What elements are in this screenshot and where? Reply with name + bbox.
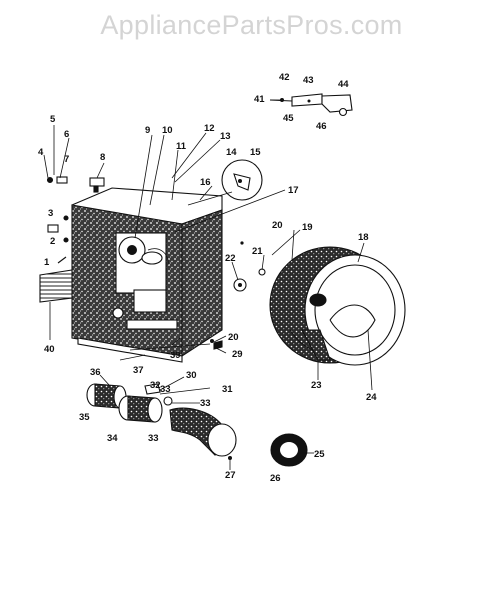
- label-20b: 20: [228, 332, 239, 343]
- label-46: 46: [316, 121, 327, 132]
- label-41: 41: [254, 94, 265, 105]
- idler-pulley: [210, 241, 266, 350]
- leader-lines: [43, 99, 373, 470]
- label-13: 13: [220, 131, 231, 142]
- label-37: 37: [133, 365, 144, 376]
- label-17: 17: [288, 185, 299, 196]
- label-5: 5: [50, 114, 56, 125]
- label-39: 39: [170, 350, 181, 361]
- label-14: 14: [226, 147, 237, 158]
- watermark: AppliancePartsPros.com: [100, 10, 403, 40]
- label-2: 2: [50, 236, 55, 247]
- label-3: 3: [48, 208, 53, 219]
- label-16: 16: [200, 177, 211, 188]
- dryer-cabinet: [71, 187, 223, 363]
- label-35: 35: [79, 412, 90, 423]
- label-8: 8: [100, 152, 105, 163]
- label-20: 20: [272, 220, 283, 231]
- label-10: 10: [162, 125, 173, 136]
- label-12: 12: [204, 123, 215, 134]
- label-11: 11: [176, 141, 187, 152]
- label-27: 27: [225, 470, 236, 481]
- label-42: 42: [279, 72, 290, 83]
- label-33b: 33: [148, 433, 159, 444]
- lower-duct-parts: [86, 383, 308, 467]
- label-6: 6: [64, 129, 69, 140]
- label-29: 29: [232, 349, 243, 360]
- label-4: 4: [38, 147, 44, 158]
- label-21: 21: [252, 246, 263, 257]
- label-9: 9: [145, 125, 150, 136]
- label-31: 31: [222, 384, 233, 395]
- label-1: 1: [44, 257, 50, 268]
- label-32: 32: [150, 380, 161, 391]
- label-24: 24: [366, 392, 377, 403]
- label-30: 30: [186, 370, 197, 381]
- label-45: 45: [283, 113, 294, 124]
- vent-grille: [39, 269, 73, 303]
- label-7: 7: [64, 154, 69, 165]
- thermostat-detail: [187, 159, 263, 206]
- label-40: 40: [44, 344, 55, 355]
- label-15: 15: [250, 147, 261, 158]
- label-43: 43: [303, 75, 314, 86]
- part-number-labels: 1 2 3 4 5 6 7 8 9 10 11 12 13 14 15 16 1…: [38, 72, 377, 484]
- label-36: 36: [90, 367, 101, 378]
- label-33: 33: [200, 398, 211, 409]
- dryer-drum: [269, 246, 406, 366]
- label-25: 25: [314, 449, 325, 460]
- label-34: 34: [107, 433, 118, 444]
- label-18: 18: [358, 232, 369, 243]
- label-44: 44: [338, 79, 349, 90]
- label-19: 19: [302, 222, 313, 233]
- label-33c: 33: [160, 384, 171, 395]
- label-23: 23: [311, 380, 322, 391]
- label-26: 26: [270, 473, 281, 484]
- label-22: 22: [225, 253, 236, 264]
